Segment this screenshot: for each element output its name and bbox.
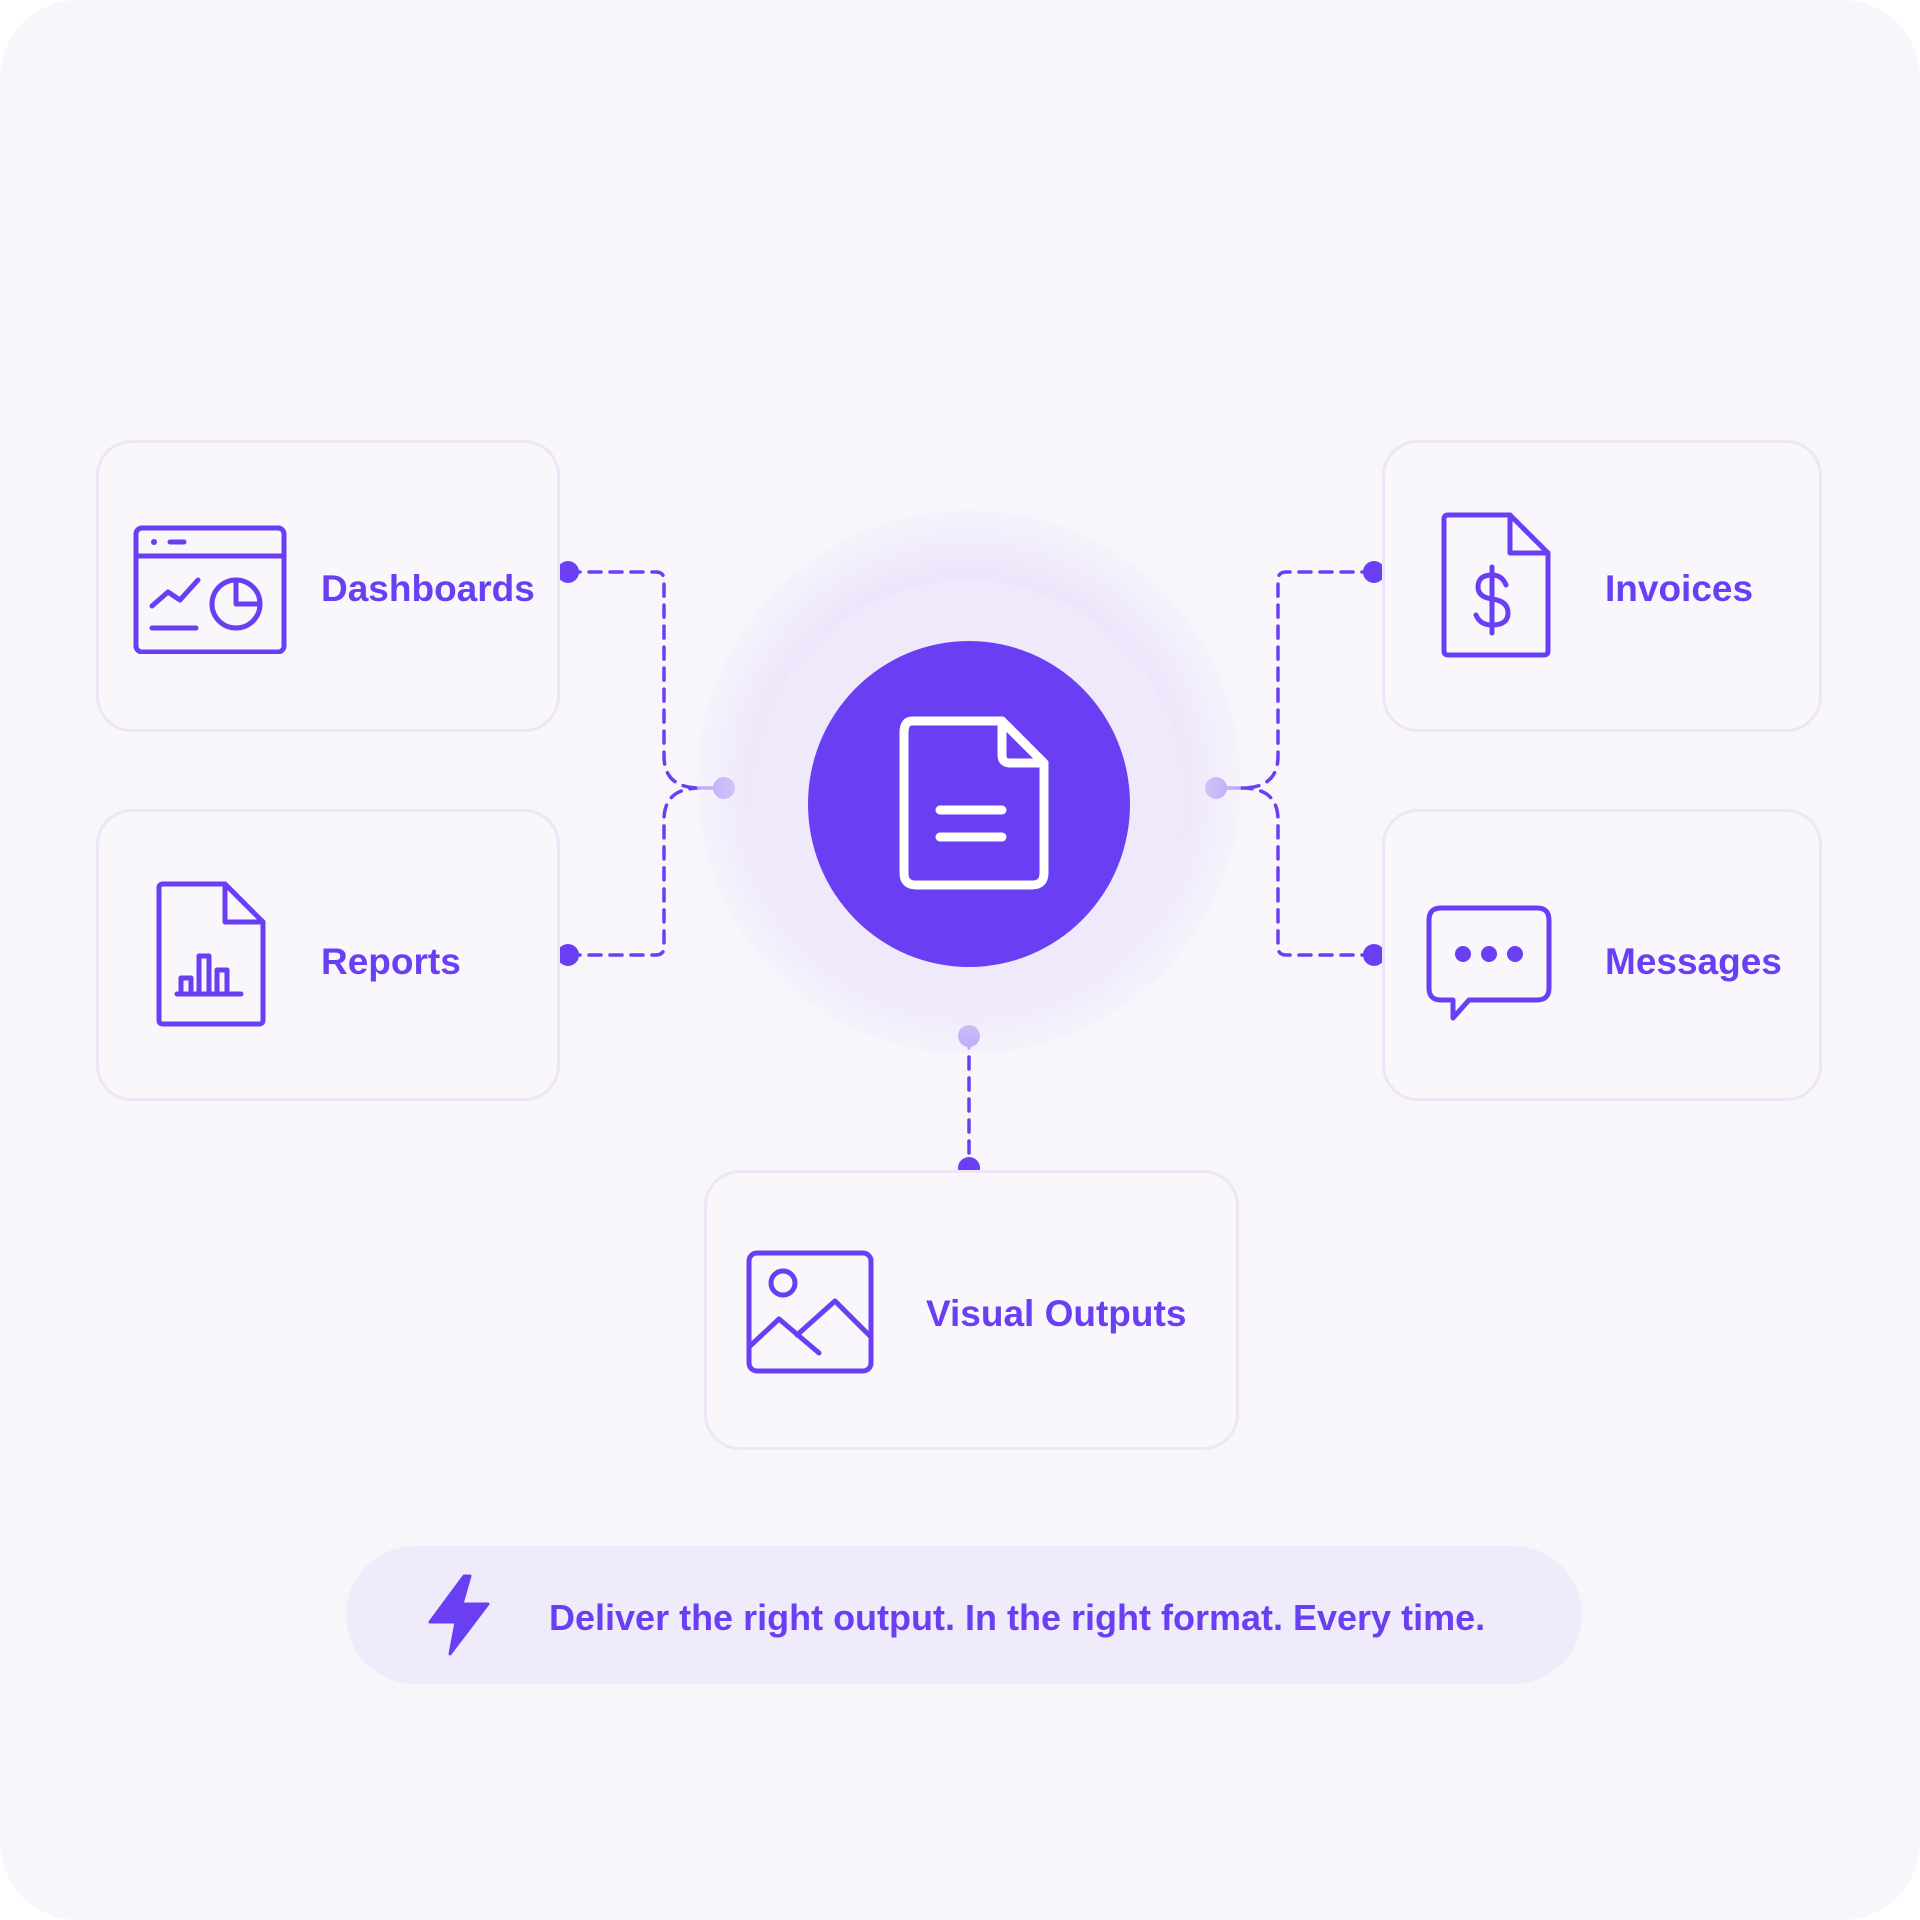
connector-messages [1214,786,1376,957]
report-chart-icon [156,881,266,1027]
dashboard-icon [133,525,287,654]
dashboards-label: Dashboards [321,568,535,609]
connector-node [557,561,579,583]
reports-label: Reports [321,941,461,982]
output-card-reports[interactable]: Reports [96,809,560,1101]
connector-dashboards [566,570,726,790]
output-card-invoices[interactable]: Invoices [1382,440,1822,732]
output-card-visual-outputs[interactable]: Visual Outputs [704,1170,1239,1450]
tagline-text: Deliver the right output. In the right f… [549,1597,1486,1638]
lightning-bolt-icon [428,1574,490,1656]
invoices-label: Invoices [1605,568,1754,609]
connector-reports [566,786,726,957]
tagline-banner [346,1546,1582,1684]
connector-node [1363,561,1385,583]
document-icon [899,716,1049,890]
output-card-dashboards[interactable]: Dashboards [96,440,560,732]
messages-label: Messages [1605,941,1782,982]
connector-invoices [1214,570,1376,790]
connector-node [557,944,579,966]
hub-circle[interactable] [808,641,1130,967]
invoice-dollar-icon [1441,512,1551,658]
image-icon [746,1250,874,1374]
chat-bubble-icon [1426,905,1552,1021]
visual-outputs-label: Visual Outputs [926,1293,1187,1334]
output-card-messages[interactable]: Messages [1382,809,1822,1101]
connector-node [1363,944,1385,966]
